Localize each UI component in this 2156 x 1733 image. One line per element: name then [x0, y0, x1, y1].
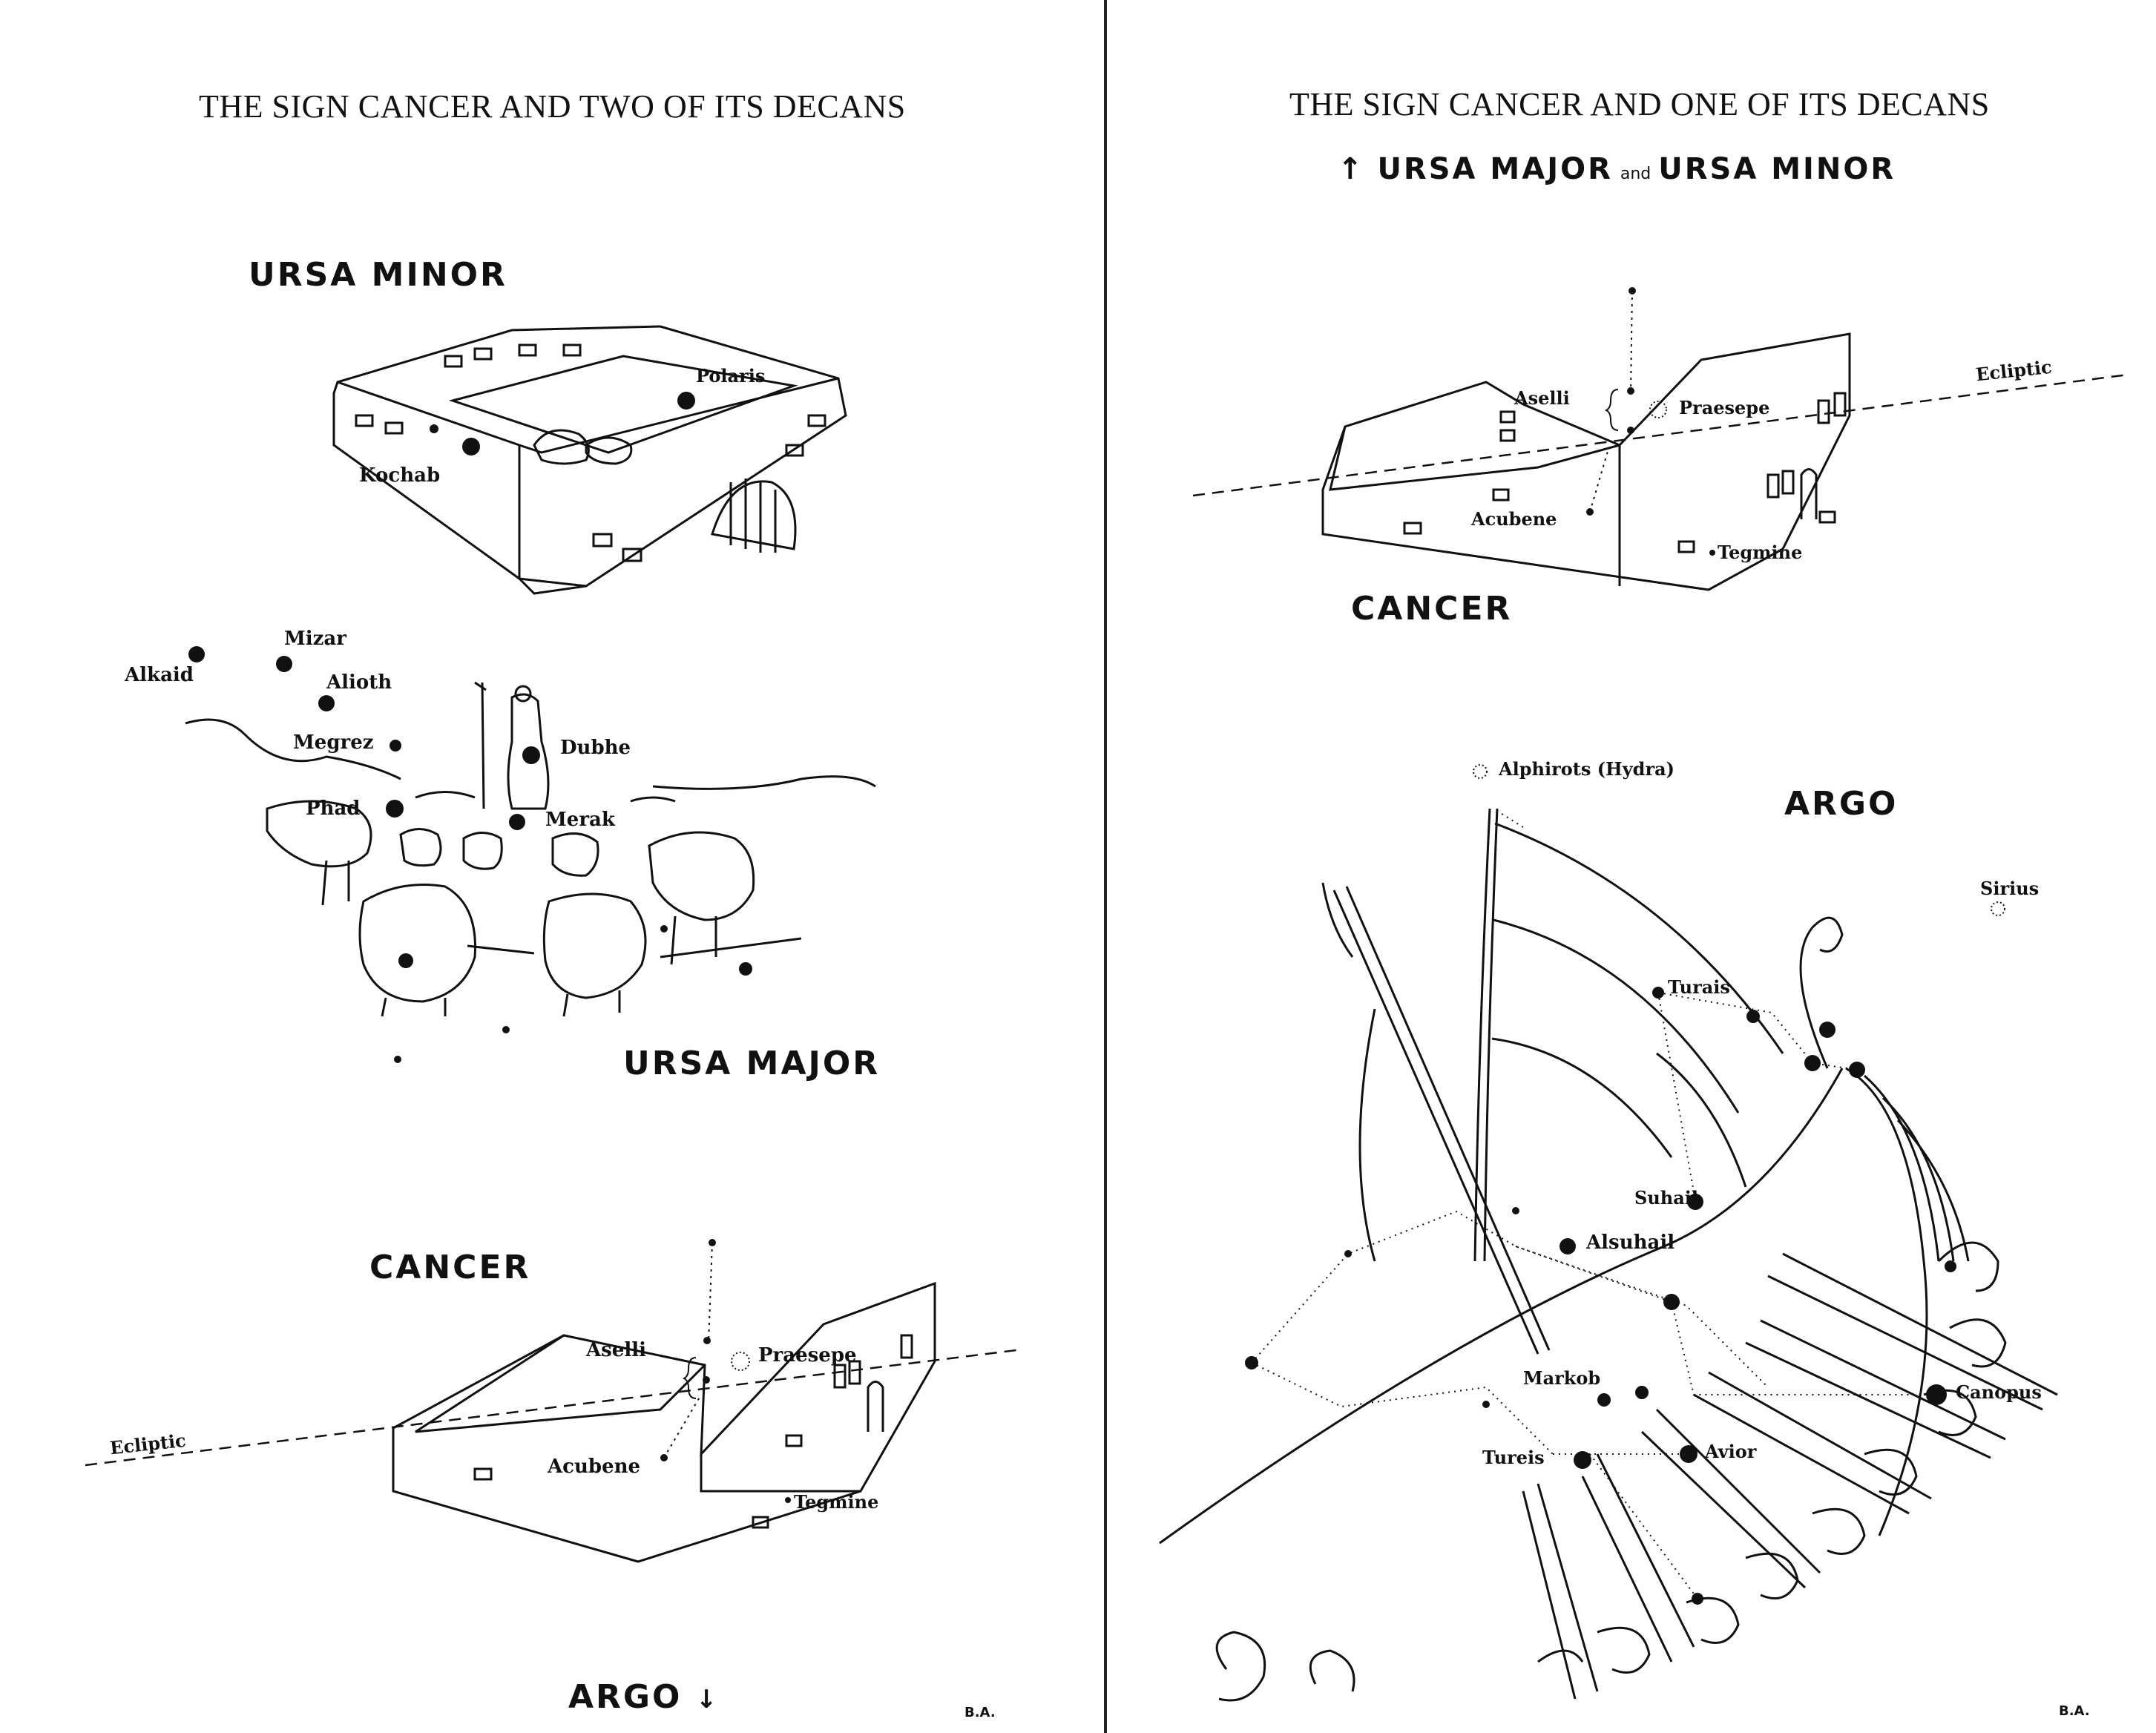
subtitle-and: and — [1620, 165, 1651, 183]
label-acubene: Acubene — [548, 1456, 640, 1478]
star-alioth — [318, 695, 335, 711]
label-tegmine-right: Tegmine — [1718, 542, 1802, 563]
arrow-up-icon: ↑ — [1338, 152, 1365, 186]
cancer-house-drawing — [393, 1283, 935, 1562]
star-acubene — [660, 1454, 668, 1461]
label-polaris: Polaris — [696, 365, 765, 387]
star-turais — [1652, 987, 1664, 999]
star-aselli-south-right — [1627, 427, 1634, 434]
argo-pointer: ARGO ↓ — [568, 1678, 719, 1716]
star-tegmine-right — [1709, 550, 1715, 556]
argo-ship-drawing — [1160, 809, 2057, 1700]
label-mizar: Mizar — [284, 628, 346, 650]
signature-left: B.A. — [964, 1705, 996, 1720]
star-avior — [1680, 1445, 1697, 1463]
star-alphirots — [1473, 765, 1487, 778]
left-illustration — [0, 0, 1078, 1733]
label-alsuhail: Alsuhail — [1586, 1231, 1674, 1254]
label-kochab: Kochab — [359, 464, 440, 487]
argo-constellation-lines — [1252, 809, 1936, 1599]
label-praesepe-right: Praesepe — [1679, 397, 1769, 418]
cancer-heading-right: CANCER — [1351, 590, 1512, 628]
label-dubhe: Dubhe — [560, 737, 631, 759]
right-page: THE SIGN CANCER AND ONE OF ITS DECANS ↑ … — [1078, 0, 2156, 1733]
star-kochab — [462, 438, 480, 456]
star-aselli-north — [703, 1337, 711, 1344]
star-markob — [1597, 1393, 1611, 1407]
star-megrez — [390, 740, 401, 752]
cancer-heading: CANCER — [369, 1249, 530, 1286]
subtitle-ursa-minor: URSA MINOR — [1658, 152, 1896, 186]
star-merak — [509, 814, 525, 830]
label-tureis: Tureis — [1482, 1447, 1545, 1468]
label-alioth: Alioth — [326, 671, 392, 694]
praesepe-cluster — [732, 1352, 749, 1370]
star-alsuhail — [1560, 1238, 1576, 1254]
star-dubhe — [522, 746, 540, 764]
signature-right: B.A. — [2059, 1703, 2090, 1719]
star-canopus — [1926, 1384, 1947, 1405]
right-page-title: THE SIGN CANCER AND ONE OF ITS DECANS — [1289, 85, 1990, 123]
label-megrez: Megrez — [293, 731, 374, 754]
label-alkaid: Alkaid — [125, 664, 194, 686]
star-phad — [386, 800, 404, 818]
star-tureis — [1574, 1451, 1591, 1469]
star-mizar — [276, 656, 292, 672]
arrow-down-icon: ↓ — [696, 1685, 720, 1714]
sheepfold-drawing — [334, 326, 846, 593]
label-markob: Markob — [1523, 1367, 1600, 1389]
star-aselli-south — [703, 1376, 710, 1384]
ursa-minor-heading: URSA MINOR — [249, 256, 507, 294]
star-aselli-north-right — [1627, 387, 1634, 395]
right-illustration — [1078, 0, 2156, 1733]
label-merak: Merak — [545, 809, 615, 831]
right-page-subtitle: ↑ URSA MAJOR and URSA MINOR — [1338, 152, 1896, 186]
argo-heading: ARGO — [1784, 785, 1898, 823]
star-acubene-right — [1586, 508, 1594, 516]
ecliptic-line-right — [1193, 375, 2128, 496]
star-alkaid — [188, 646, 205, 662]
ursa-major-stars — [188, 646, 752, 1063]
label-praesepe: Praesepe — [758, 1344, 857, 1367]
label-aselli: Aselli — [586, 1339, 646, 1361]
left-page: THE SIGN CANCER AND TWO OF ITS DECANS UR… — [0, 0, 1078, 1733]
star-sirius — [1991, 902, 2005, 915]
label-aselli-right: Aselli — [1514, 387, 1570, 409]
ursa-major-heading: URSA MAJOR — [623, 1045, 880, 1082]
left-page-title: THE SIGN CANCER AND TWO OF ITS DECANS — [199, 88, 906, 125]
label-phad: Phad — [306, 798, 360, 820]
label-turais: Turais — [1668, 976, 1730, 998]
argo-pointer-text: ARGO — [568, 1678, 682, 1716]
label-acubene-right: Acubene — [1471, 508, 1557, 530]
label-suhail: Suhail — [1634, 1187, 1698, 1209]
label-avior: Avior — [1705, 1441, 1756, 1462]
star-tegmine — [785, 1497, 791, 1503]
ecliptic-line — [85, 1350, 1016, 1465]
subtitle-ursa-major: URSA MAJOR — [1377, 152, 1612, 186]
label-canopus: Canopus — [1956, 1381, 2042, 1403]
shepherd-flock-drawing — [185, 683, 875, 1016]
label-alphirots: Alphirots (Hydra) — [1499, 758, 1674, 780]
label-tegmine: Tegmine — [794, 1491, 878, 1513]
star-polaris — [677, 392, 695, 410]
label-sirius: Sirius — [1980, 878, 2039, 899]
